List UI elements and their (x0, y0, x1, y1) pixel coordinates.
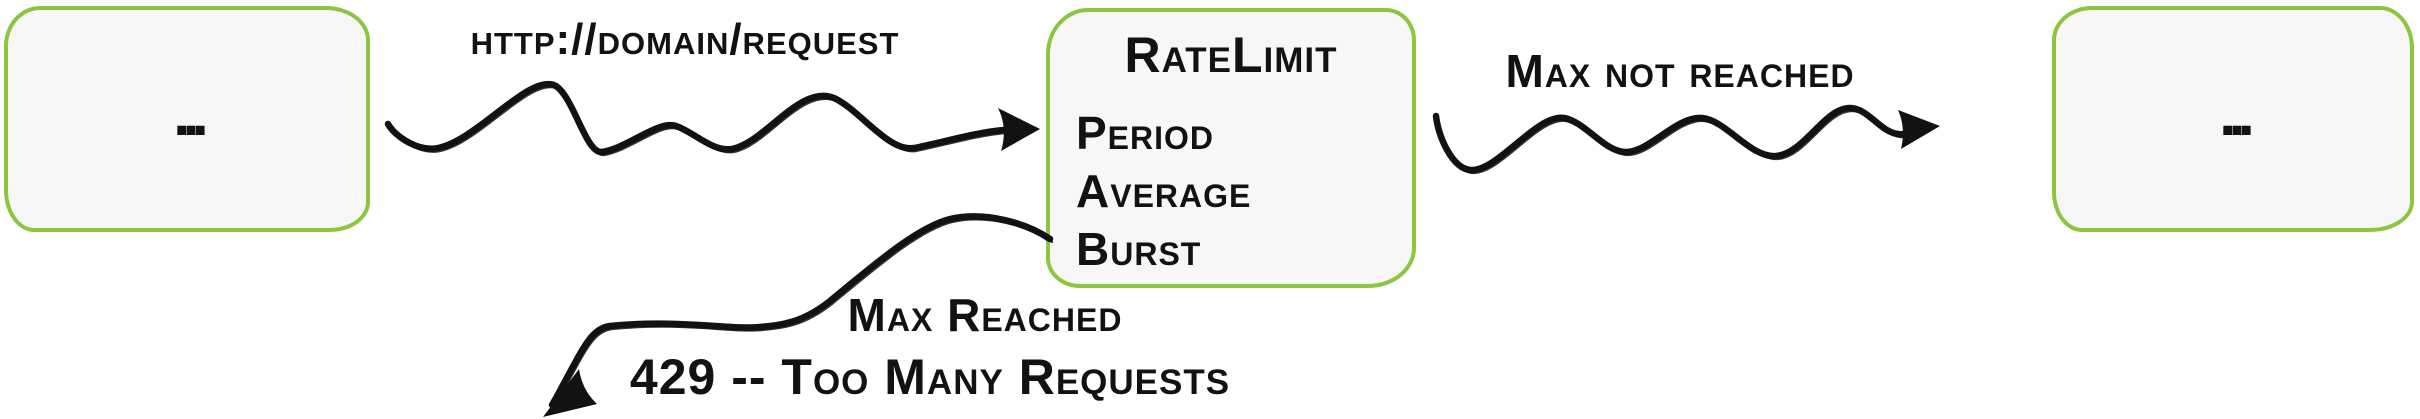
reject-edge-label: Max Reached (847, 289, 1123, 341)
reject-edge-sublabel: 429 -- Too Many Requests (629, 349, 1231, 405)
curved-arrow-down-left-icon (543, 213, 1054, 417)
ratelimit-field-period: Period (1076, 107, 1215, 159)
ratelimit-fields: Period Average Burst (1076, 104, 1402, 278)
ratelimit-field-burst: Burst (1076, 223, 1202, 275)
wavy-arrow-right-icon (384, 80, 1040, 157)
wavy-arrow-right-icon (1432, 104, 1940, 175)
request-edge-label: http://domain/request (470, 15, 900, 64)
ratelimit-field-average: Average (1076, 165, 1252, 217)
ellipsis-label: ... (173, 79, 209, 149)
ratelimit-title: RateLimit (1124, 27, 1338, 83)
success-edge-label: Max not reached (1505, 45, 1855, 97)
ratelimit-node: RateLimit Period Average Burst (1046, 8, 1416, 288)
client-node: ... (4, 6, 370, 232)
service-node: ... (2052, 6, 2414, 232)
ellipsis-label: ... (2219, 79, 2255, 149)
